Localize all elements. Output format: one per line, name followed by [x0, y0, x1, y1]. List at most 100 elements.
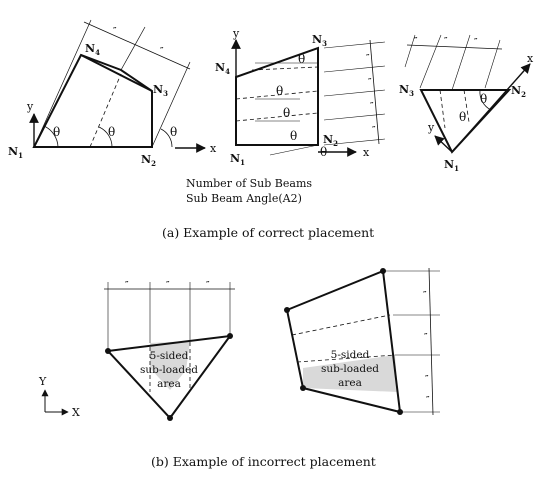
quad-n1-n2-n3-n4 [32, 53, 153, 148]
node-label-n2: N2 [323, 133, 338, 148]
extension-line [120, 26, 146, 71]
node-label-n3: N3 [399, 83, 414, 98]
node-label-n3: N3 [312, 33, 327, 48]
axis-label-x: X [72, 406, 80, 419]
sub-beam-line [439, 89, 446, 129]
node-label-n1: N1 [444, 158, 459, 173]
sub-beam-line [291, 314, 391, 336]
dimension-tick: ″ [425, 373, 429, 383]
dimension-tick: ″ [366, 52, 370, 62]
node-dot [284, 307, 290, 313]
angle-arc [479, 89, 492, 111]
area-label: 5-sided [150, 350, 189, 362]
theta-label: θ [276, 84, 283, 98]
area-label: area [157, 378, 181, 390]
node-label-n4: N4 [85, 42, 100, 57]
dimension-line [406, 44, 503, 50]
extension-line [419, 34, 442, 89]
sub-beam-line [89, 73, 122, 148]
axis-label-y: y [427, 121, 435, 134]
sub-beam-line [463, 89, 470, 123]
node-dot [105, 348, 111, 354]
sub-beam-line [235, 112, 319, 122]
dimension-tick: ″ [414, 35, 418, 45]
dimension-line [369, 39, 380, 145]
node-label-n1: N1 [8, 145, 23, 160]
axis-label-x: x [527, 52, 534, 65]
diagram-a3: ″ ″ ″ x y θ θ N1 N2 N3 [399, 34, 534, 173]
axis-arrow-x [451, 63, 531, 153]
extension-line [323, 113, 386, 121]
caption-b: (b) Example of incorrect placement [151, 454, 376, 469]
node-label-n3: N3 [153, 83, 168, 98]
node-dot [227, 333, 233, 339]
axis-label-x: x [210, 142, 217, 155]
dimension-tick: ″ [372, 124, 376, 134]
node-dot [397, 409, 403, 415]
dimension-tick: ″ [166, 279, 170, 289]
node-label-n2: N2 [511, 84, 526, 99]
edge-n4-n3 [80, 54, 153, 92]
angle-arc [98, 126, 113, 148]
node-label-n4: N4 [215, 61, 230, 76]
dimension-tick: ″ [474, 36, 478, 46]
dimension-tick: ″ [370, 100, 374, 110]
dimension-tick: ″ [206, 279, 210, 289]
angle-arc [160, 128, 173, 148]
area-label: sub-loaded [140, 364, 198, 376]
dimension-tick: ″ [424, 331, 428, 341]
extension-line [323, 65, 386, 73]
theta-label: θ [170, 125, 177, 139]
note-number-of-sub-beams: Number of Sub Beams [186, 177, 312, 190]
dimension-tick: ″ [426, 394, 430, 404]
extension-line [323, 41, 386, 49]
diagram-b2: ″ ″ ″ ″ 5-sided sub-loaded area [284, 267, 440, 416]
sub-loaded-area [150, 341, 190, 390]
theta-label: θ [480, 92, 487, 106]
extension-line [323, 89, 386, 97]
extension-line [484, 39, 501, 89]
sub-loaded-area [303, 355, 398, 392]
area-label: sub-loaded [321, 363, 379, 375]
theta-label: θ [298, 52, 305, 66]
dimension-tick: ″ [423, 289, 427, 299]
axis-arrow-y [434, 135, 453, 153]
extension-line [151, 61, 191, 148]
extension-line [33, 19, 92, 148]
dimension-tick: ″ [113, 25, 117, 35]
node-dot [300, 385, 306, 391]
axis-label-y: Y [38, 375, 47, 388]
dimension-tick: ″ [125, 279, 129, 289]
theta-label: θ [290, 129, 297, 143]
theta-label: θ [283, 106, 290, 120]
axis-label-y: y [232, 27, 240, 40]
dimension-line [428, 267, 434, 416]
axis-label-y: y [26, 100, 34, 113]
area-label: 5-sided [331, 349, 370, 361]
sub-beam-line [296, 354, 396, 363]
triangle-b1 [105, 334, 233, 420]
diagram-a1: ″ ″ θ θ θ y x N1 N2 N3 N4 [8, 19, 217, 168]
node-label-n1: N1 [230, 152, 245, 167]
dimension-tick: ″ [444, 35, 448, 45]
diagram-a2: ″ ″ ″ ″ θ θ θ θ θ y x N1 N2 N3 N4 [215, 27, 386, 167]
note-sub-beam-angle: Sub Beam Angle(A2) [186, 192, 302, 205]
area-label: area [338, 377, 362, 389]
theta-label: θ [108, 125, 115, 139]
diagram-b1: ″ ″ ″ 5-sided sub-loaded area [104, 279, 235, 421]
extension-line [323, 138, 386, 146]
dimension-line [83, 21, 191, 70]
reference-line [269, 144, 319, 156]
triangle-n1-n2-n3 [419, 89, 512, 154]
dimension-tick: ″ [160, 45, 164, 55]
axis-label-x: x [363, 146, 370, 159]
theta-label: θ [53, 125, 60, 139]
extension-line [451, 34, 471, 91]
dimension-tick: ″ [368, 76, 372, 86]
theta-label: θ [459, 110, 466, 124]
node-dot [167, 415, 173, 421]
caption-a: (a) Example of correct placement [162, 225, 374, 240]
node-label-n2: N2 [141, 153, 156, 168]
extension-line [404, 34, 416, 68]
